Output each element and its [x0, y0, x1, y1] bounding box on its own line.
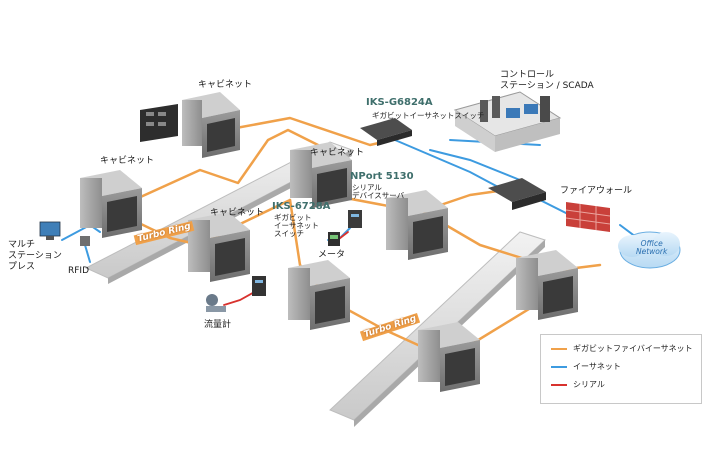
cabinet-label-left: キャビネット — [100, 156, 155, 166]
legend-label-serial: シリアル — [573, 380, 605, 389]
cabinet-center — [290, 142, 352, 208]
flowmeter-device — [206, 294, 226, 312]
iks-g6824a-label: IKS-G6824A — [366, 97, 433, 108]
legend-swatch-ethernet — [551, 366, 567, 368]
eth-rfid — [84, 244, 91, 263]
control-station-label: コントロール ステーション / SCADA — [500, 70, 594, 91]
iks-g6824a-switch — [360, 118, 412, 146]
iks-6728a-label: IKS-6728A — [272, 201, 331, 212]
cabinet-label-top: キャビネット — [198, 80, 253, 90]
office-network-cloud — [618, 231, 681, 269]
cabinet-label-center: キャビネット — [310, 148, 365, 158]
nport-5130-device — [348, 210, 362, 228]
rfid-label: RFID — [68, 266, 90, 276]
legend-label-ethernet: イーサネット — [573, 362, 621, 371]
cabinet-mid — [288, 260, 350, 330]
cabinet-label-mid-left: キャビネット — [210, 208, 265, 218]
cabinet-top-center — [182, 92, 240, 158]
rfid-device — [80, 236, 90, 246]
top-panel-device — [140, 104, 178, 142]
iks-6728a-device — [252, 276, 266, 296]
legend-label-fiber: ギガビットファイバイーサネット — [573, 344, 693, 353]
meter-label: メータ — [318, 250, 346, 260]
eth-top-to-right — [394, 139, 501, 189]
cabinet-bottom — [418, 322, 480, 392]
legend: ギガビットファイバイーサネット イーサネット シリアル — [540, 334, 702, 404]
fiber-to-right-switch — [328, 188, 507, 214]
control-station — [453, 91, 562, 152]
eth-control-to-switch — [429, 149, 521, 181]
multi-station-label: マルチ ステーション プレス — [8, 240, 62, 272]
nport-5130-label: NPort 5130 — [350, 171, 414, 182]
legend-swatch-serial — [551, 384, 567, 386]
cabinet-mid-left — [188, 212, 250, 282]
cabinet-right-center — [386, 190, 448, 260]
meter-device — [328, 232, 340, 246]
office-network-label: Office Network — [636, 239, 668, 256]
firewall-label: ファイアウォール — [560, 186, 633, 196]
nport-5130-desc: シリアル デバイスサーバ — [352, 183, 405, 200]
multi-station-press — [39, 221, 61, 240]
legend-swatch-fiber — [551, 348, 567, 350]
flowmeter-label: 流量計 — [204, 320, 232, 330]
firewall — [565, 202, 611, 232]
iks-6728a-desc: ギガビット イーサネット スイッチ — [274, 213, 319, 238]
iks-g6824a-desc: ギガビットイーサネットスイッチ — [372, 111, 485, 120]
core-switch-right — [488, 178, 546, 210]
fiber-ring-left — [110, 128, 320, 212]
cabinet-left — [80, 170, 142, 238]
cabinet-right — [516, 250, 578, 320]
